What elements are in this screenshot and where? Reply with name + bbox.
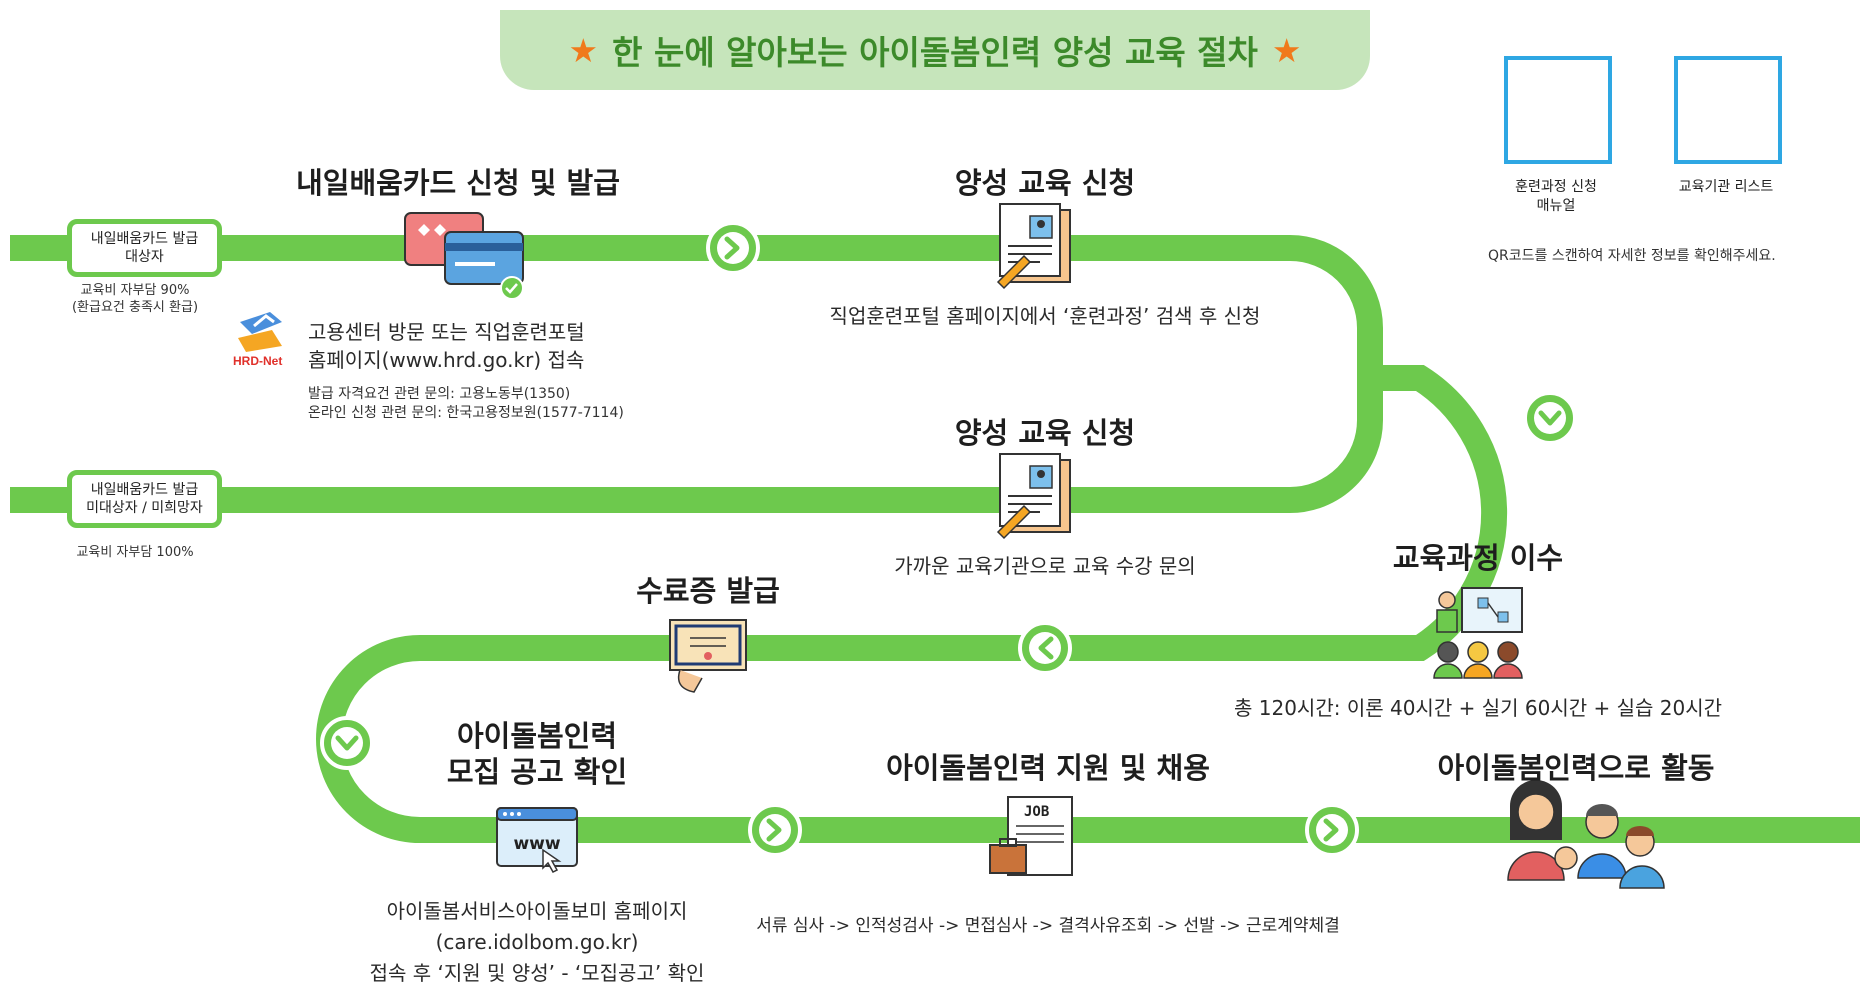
- track-upper-loop: [10, 235, 1383, 513]
- hrd-net-logo-text: HRD-Net: [233, 354, 283, 368]
- qr-label-manual: 훈련과정 신청 매뉴얼: [1515, 179, 1597, 214]
- step-card-title: 내일배움카드 신청 및 발급: [296, 166, 620, 200]
- arrow-circle-right-3: [1305, 803, 1359, 857]
- step-hire-desc: 서류 심사 -> 인적성검사 -> 면접심사 -> 결격사유조회 -> 선발 -…: [756, 916, 1340, 936]
- arrow-circle-down-2: [320, 716, 374, 770]
- start-note-eligible: 교육비 자부담 90% (환급요건 충족시 환급): [71, 283, 199, 315]
- step-card-sub: 발급 자격요건 관련 문의: 고용노동부(1350) 온라인 신청 관련 문의:…: [308, 386, 624, 421]
- step-apply2-title: 양성 교육 신청: [954, 416, 1136, 450]
- application-form-icon-1: [996, 203, 1071, 290]
- start-box-ineligible: 내일배움카드 발급 미대상자 / 미희망자: [67, 470, 222, 528]
- arrow-circle-right-1: [706, 221, 760, 275]
- step-card-desc: 고용센터 방문 또는 직업훈련포털 홈페이지(www.hrd.go.kr) 접속: [308, 320, 585, 372]
- arrow-circle-left-1: [1018, 621, 1072, 675]
- header-banner: ★ 한 눈에 알아보는 아이돌봄인력 양성 교육 절차 ★: [500, 10, 1370, 90]
- family-childcare-icon: [1507, 780, 1665, 889]
- step-course-title: 교육과정 이수: [1392, 541, 1564, 575]
- credit-card-icon: [404, 212, 524, 300]
- browser-www-text: www: [513, 834, 560, 854]
- qr-label-institution: 교육기관 리스트: [1678, 179, 1774, 195]
- start-box-eligible: 내일배움카드 발급 대상자: [67, 219, 222, 277]
- hrd-net-logo-icon: [238, 312, 282, 352]
- step-cert-title: 수료증 발급: [636, 574, 780, 608]
- qr-frame-manual[interactable]: [1504, 56, 1612, 164]
- step-apply1-desc: 직업훈련포털 홈페이지에서 ‘훈련과정’ 검색 후 신청: [829, 304, 1261, 328]
- step-hire-title: 아이돌봄인력 지원 및 채용: [886, 751, 1210, 785]
- certificate-icon: [669, 619, 747, 693]
- start-note-ineligible: 교육비 자부담 100%: [76, 545, 194, 560]
- step-course-desc: 총 120시간: 이론 40시간 + 실기 60시간 + 실습 20시간: [1234, 696, 1722, 720]
- step-apply2-desc: 가까운 교육기관으로 교육 수강 문의: [894, 554, 1196, 578]
- application-form-icon-2: [996, 453, 1071, 540]
- presentation-class-icon: [1433, 587, 1523, 679]
- qr-note: QR코드를 스캔하여 자세한 정보를 확인해주세요.: [1488, 248, 1776, 264]
- step-notice-title: 아이돌봄인력 모집 공고 확인: [446, 719, 628, 789]
- job-posting-icon: JOB: [989, 796, 1073, 876]
- arrow-circle-right-2: [748, 803, 802, 857]
- arrow-circle-down-1: [1523, 391, 1577, 445]
- header-title: 한 눈에 알아보는 아이돌봄인력 양성 교육 절차: [612, 33, 1258, 72]
- track-lower-path: [316, 365, 1860, 843]
- qr-frame-institution[interactable]: [1674, 56, 1782, 164]
- job-posting-text: JOB: [1024, 804, 1049, 820]
- star-icon-left: ★: [568, 30, 599, 70]
- star-icon-right: ★: [1271, 30, 1302, 70]
- browser-www-icon: www: [496, 807, 578, 873]
- step-notice-desc: 아이돌봄서비스아이돌보미 홈페이지 (care.idolbom.go.kr) 접…: [369, 899, 705, 985]
- flow-track: [10, 235, 1860, 843]
- step-apply1-title: 양성 교육 신청: [954, 166, 1136, 200]
- step-work-title: 아이돌봄인력으로 활동: [1437, 751, 1715, 785]
